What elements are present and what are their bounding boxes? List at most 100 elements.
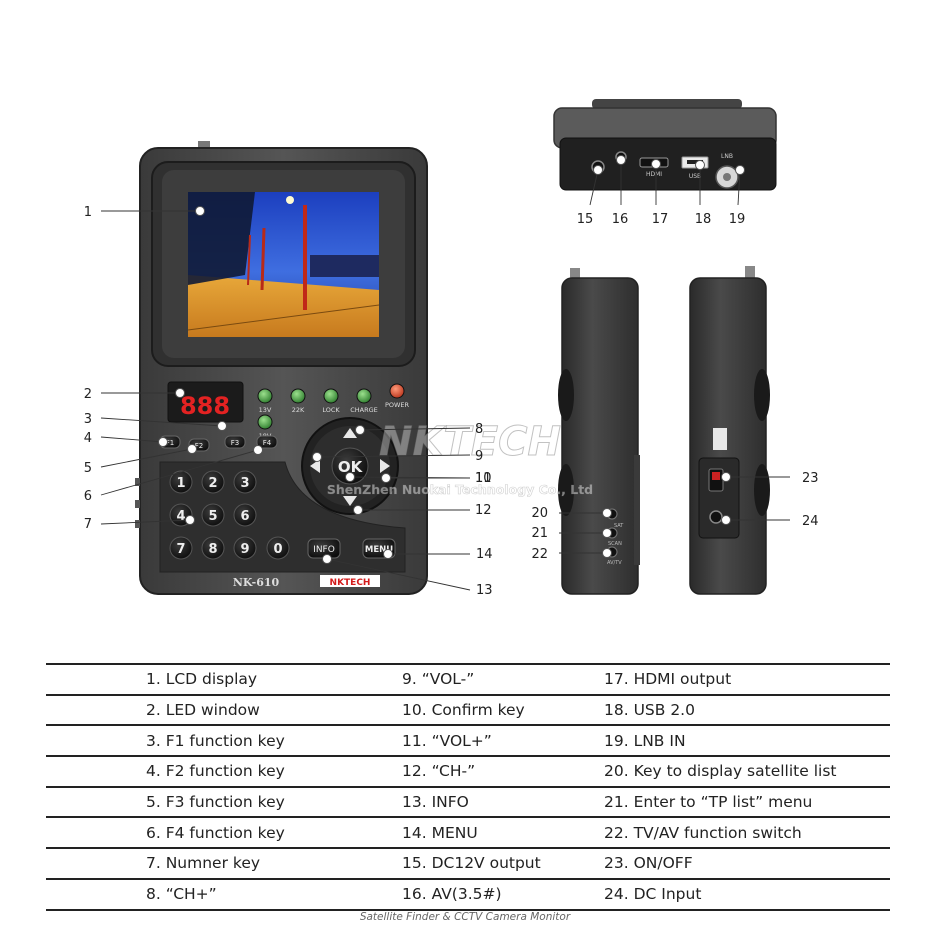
vol-minus-arrow-icon[interactable] xyxy=(310,459,320,473)
led-digits: 888 xyxy=(180,392,230,420)
callout-line xyxy=(100,417,223,427)
indicator-label: 22K xyxy=(292,406,305,414)
function-key-3[interactable] xyxy=(224,435,246,449)
callout-marker xyxy=(602,508,612,518)
legend-cell: 10. Confirm key xyxy=(402,693,604,726)
indicator-led xyxy=(389,383,405,399)
model-name: NK-610 xyxy=(233,576,280,589)
callout-marker xyxy=(253,445,263,455)
callout-number: 12 xyxy=(475,503,492,518)
callout-line xyxy=(316,454,471,458)
callout-marker xyxy=(353,505,363,515)
number-key-label: 7 xyxy=(176,542,185,557)
hdmi-label: HDMI xyxy=(646,171,662,178)
side-view-connector xyxy=(570,268,580,280)
indicator-label: POWER xyxy=(385,401,410,409)
callout-number: 15 xyxy=(577,212,594,227)
indicator-leds: 13V22KLOCKCHARGEPOWER18V xyxy=(257,383,410,440)
side-edge xyxy=(634,455,640,565)
watermark-logo: NKTECH xyxy=(379,419,561,465)
side-nub xyxy=(135,478,140,486)
number-key[interactable] xyxy=(201,503,225,527)
callout-number: 1 xyxy=(84,205,92,220)
brand-badge xyxy=(320,575,380,587)
info-label: INFO xyxy=(313,545,335,555)
function-key-label: F1 xyxy=(166,439,174,447)
legend-cell: 24. DC Input xyxy=(604,877,890,911)
side-view-connector xyxy=(745,266,755,280)
legend-cell: 17. HDMI output xyxy=(604,663,890,695)
callout-line xyxy=(100,449,259,496)
number-key-label: 9 xyxy=(240,542,249,557)
indicator-led xyxy=(257,388,273,404)
function-key-4[interactable] xyxy=(256,435,278,449)
legend-cell: 7. Numner key xyxy=(46,847,402,879)
legend-cell: 14. MENU xyxy=(402,816,604,849)
dc-input-port-icon xyxy=(709,510,723,524)
number-key[interactable] xyxy=(233,536,257,560)
ch-minus-arrow-icon[interactable] xyxy=(343,496,357,506)
indicator-led xyxy=(356,388,372,404)
legend-cell: 11. “VOL+” xyxy=(402,724,604,757)
side-nub xyxy=(135,520,140,528)
callout-number: 8 xyxy=(475,422,483,437)
indicator-label: 13V xyxy=(259,406,272,414)
number-key[interactable] xyxy=(233,503,257,527)
legend-cell: 1. LCD display xyxy=(46,663,402,695)
callout-marker xyxy=(217,421,227,431)
indicator-led xyxy=(290,388,306,404)
number-key[interactable] xyxy=(201,536,225,560)
callout-number: 18 xyxy=(695,212,712,227)
callout-marker xyxy=(602,528,612,538)
legend-cell: 6. F4 function key xyxy=(46,816,402,849)
callout-line xyxy=(326,558,471,591)
callout-line xyxy=(100,436,164,443)
legend-cell: 20. Key to display satellite list xyxy=(604,755,890,787)
number-key[interactable] xyxy=(201,470,225,494)
number-key[interactable] xyxy=(266,536,290,560)
callout-number: 21 xyxy=(531,526,548,541)
legend-row: 8. “CH+”16. AV(3.5#)24. DC Input xyxy=(46,877,890,911)
callout-marker xyxy=(158,437,168,447)
vol-plus-arrow-icon[interactable] xyxy=(380,459,390,473)
ok-label: OK xyxy=(338,458,364,476)
callout-marker xyxy=(695,160,705,170)
legend-cell: 21. Enter to “TP list” menu xyxy=(604,785,890,818)
callout-number: 19 xyxy=(729,212,746,227)
callout-marker xyxy=(721,515,731,525)
usb-label: USB xyxy=(689,173,701,180)
lnb-label: LNB xyxy=(721,153,733,160)
number-key[interactable] xyxy=(233,470,257,494)
callout-number: 9 xyxy=(475,449,483,464)
callout-number: 10 xyxy=(475,471,492,486)
legend-cell: 12. “CH-” xyxy=(402,755,604,787)
side-grip xyxy=(754,369,770,421)
callout-number: 7 xyxy=(84,517,92,532)
on-off-switch-indicator xyxy=(712,472,720,480)
function-key-label: F2 xyxy=(195,442,203,450)
menu-label: MENU xyxy=(365,545,393,555)
top-view: HDMI USB LNB xyxy=(553,99,777,191)
callout-number: 2 xyxy=(84,387,92,402)
callout-line xyxy=(737,169,741,206)
ch-plus-arrow-icon[interactable] xyxy=(343,428,357,438)
legend-cell: 13. INFO xyxy=(402,785,604,818)
side-grip xyxy=(754,464,770,516)
callout-marker xyxy=(593,165,603,175)
callout-number: 22 xyxy=(531,547,548,562)
number-key[interactable] xyxy=(169,470,193,494)
callout-number: 14 xyxy=(476,547,493,562)
callout-marker xyxy=(616,155,626,165)
number-key-label: 4 xyxy=(176,509,185,524)
number-key[interactable] xyxy=(169,536,193,560)
number-key-label: 3 xyxy=(240,476,249,491)
side-view-shell xyxy=(561,277,639,595)
callout-number: 16 xyxy=(612,212,629,227)
